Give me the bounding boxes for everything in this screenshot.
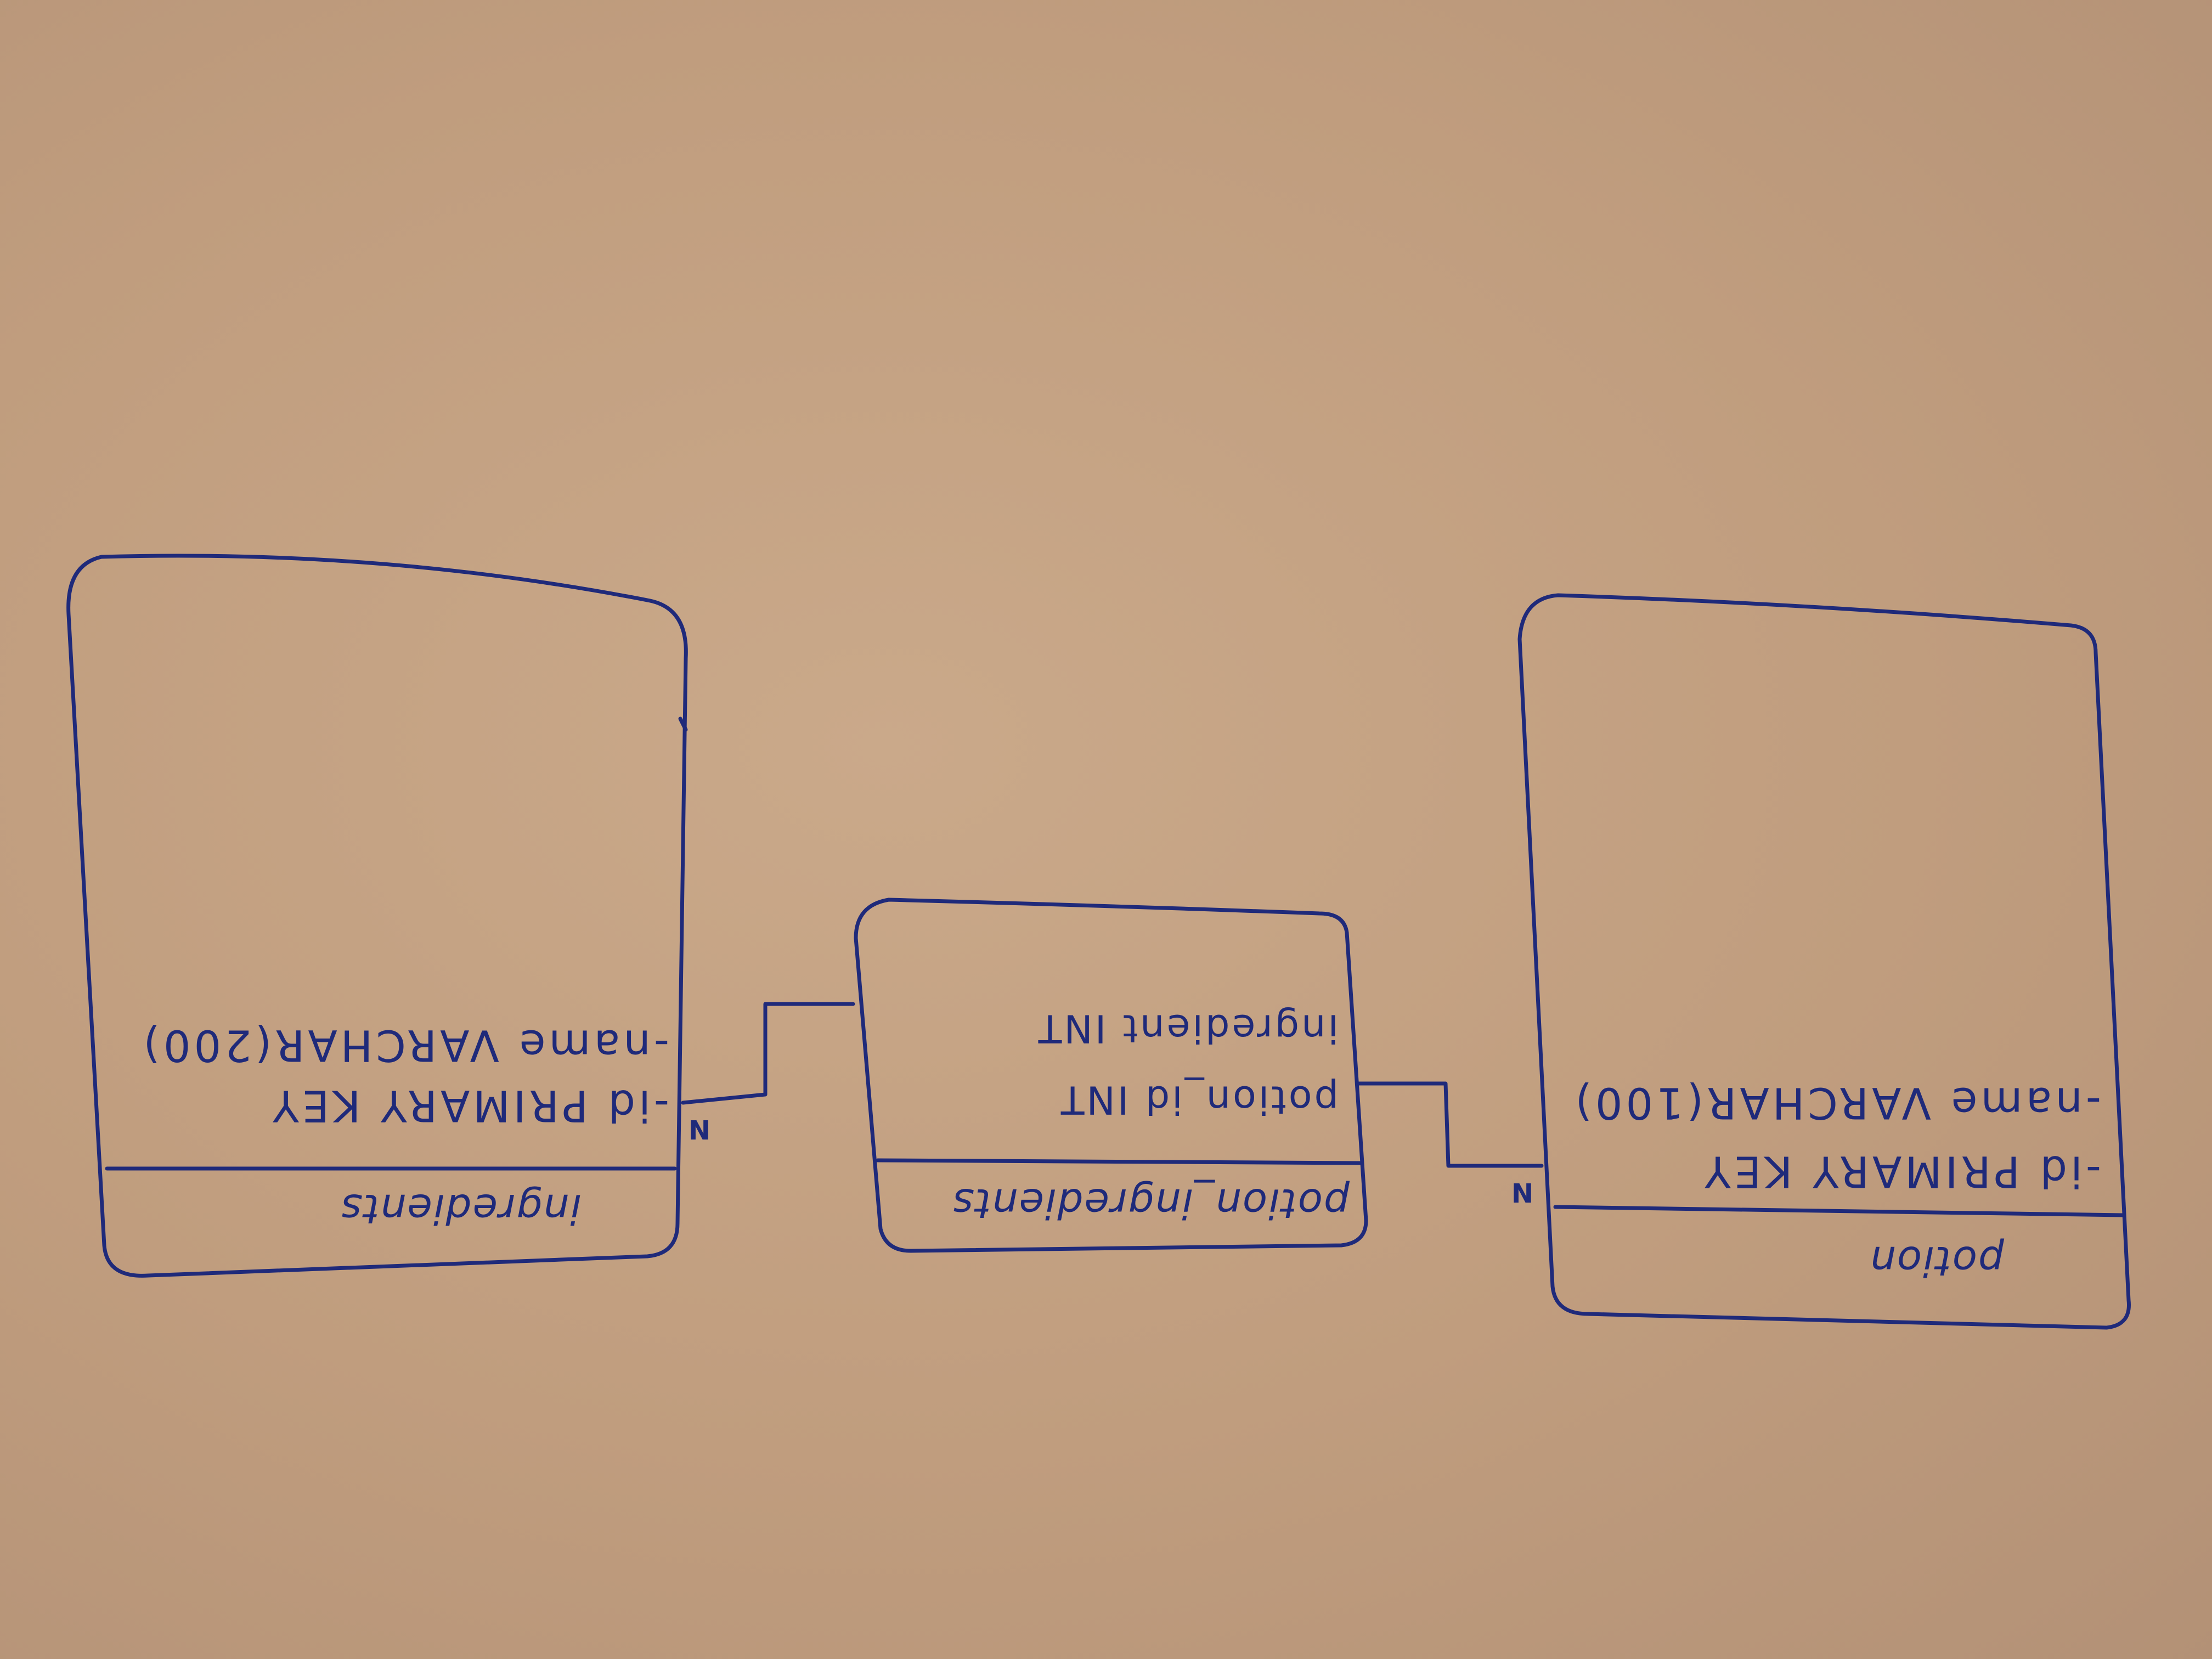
- potion-ingredients-box: [854, 898, 1368, 1253]
- connector-ingredients: [681, 1002, 855, 1105]
- ingredients-box: [66, 554, 688, 1278]
- ingredients-tick: [678, 716, 688, 732]
- potion-ingredients-attr-ingredient: ingredient INT: [1036, 1006, 1339, 1051]
- potion-attr-name: -name VARCHAR(100): [1572, 1077, 2101, 1127]
- potion-box: [1517, 593, 2131, 1330]
- ingredients-title: ingredients: [340, 1185, 582, 1232]
- potion-cardinality: N: [1511, 1177, 1534, 1207]
- potion-title: potion: [1869, 1237, 2004, 1284]
- ingredients-cardinality: N: [689, 1114, 711, 1144]
- potion-ingredients-divider: [876, 1158, 1363, 1165]
- ingredients-attr-name: -name VARCHAR(200): [140, 1020, 669, 1070]
- potion-divider: [1553, 1205, 2125, 1217]
- ingredients-attr-id: -id PRIMARY KEY: [269, 1080, 669, 1130]
- potion-ingredients-attr-potion-id: potion_id INT: [1058, 1077, 1339, 1122]
- potion-attr-id: -id PRIMARY KEY: [1701, 1146, 2101, 1196]
- potion-ingredients-title: potion_ingredients: [952, 1180, 1350, 1227]
- connector-potion: [1356, 1081, 1544, 1168]
